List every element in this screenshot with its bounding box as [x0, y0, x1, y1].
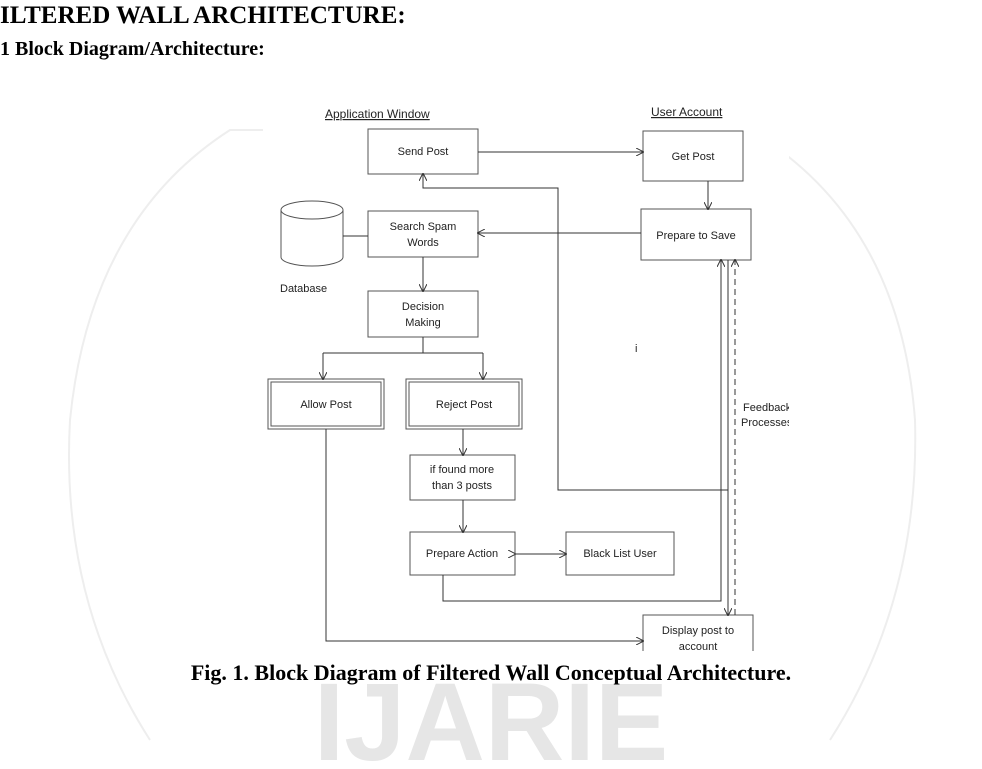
display-post-box — [642, 614, 754, 651]
prepare-save-box — [640, 208, 752, 261]
allow-post-label: Allow Post — [300, 399, 351, 411]
feedback-label-line2: Processes — [741, 417, 789, 429]
display-post-label-line2: account — [679, 641, 718, 651]
search-spam-label-line1: Search Spam — [390, 221, 457, 233]
search-spam-label-line2: Words — [407, 237, 439, 249]
connectors — [323, 152, 735, 641]
stray-mark: i — [635, 343, 637, 355]
decision-label-line1: Decision — [402, 301, 444, 313]
database-icon — [280, 200, 344, 267]
header-user-account: User Account — [651, 105, 723, 119]
black-list-label: Black List User — [583, 548, 657, 560]
prepare-action-label: Prepare Action — [426, 548, 498, 560]
decision-label-line2: Making — [405, 317, 440, 329]
black-list-box — [565, 531, 675, 576]
found-more-label-line1: if found more — [430, 464, 494, 476]
send-post-box — [367, 128, 479, 175]
watermark-text: IJARIE — [314, 661, 669, 769]
figure-caption: Fig. 1. Block Diagram of Filtered Wall C… — [190, 660, 792, 685]
send-post-label: Send Post — [398, 146, 449, 158]
found-more-box — [409, 454, 516, 501]
allow-post-inner-border — [270, 381, 382, 427]
get-post-box — [642, 130, 744, 182]
search-spam-box — [367, 210, 479, 258]
section-heading: ILTERED WALL ARCHITECTURE: — [0, 2, 406, 29]
feedback-label-line1: Feedback — [743, 402, 789, 414]
database-label: Database — [280, 283, 327, 295]
found-more-label-line2: than 3 posts — [432, 480, 492, 492]
reject-post-inner-border — [408, 381, 520, 427]
decision-box — [367, 290, 479, 338]
header-application-window: Application Window — [325, 107, 430, 121]
prepare-save-label: Prepare to Save — [656, 230, 736, 242]
subsection-heading: 1 Block Diagram/Architecture: — [0, 38, 265, 60]
get-post-label: Get Post — [672, 151, 715, 163]
block-diagram: Application Window User Account Send Pos… — [263, 95, 789, 651]
reject-post-label: Reject Post — [436, 399, 492, 411]
display-post-label-line1: Display post to — [662, 625, 734, 637]
